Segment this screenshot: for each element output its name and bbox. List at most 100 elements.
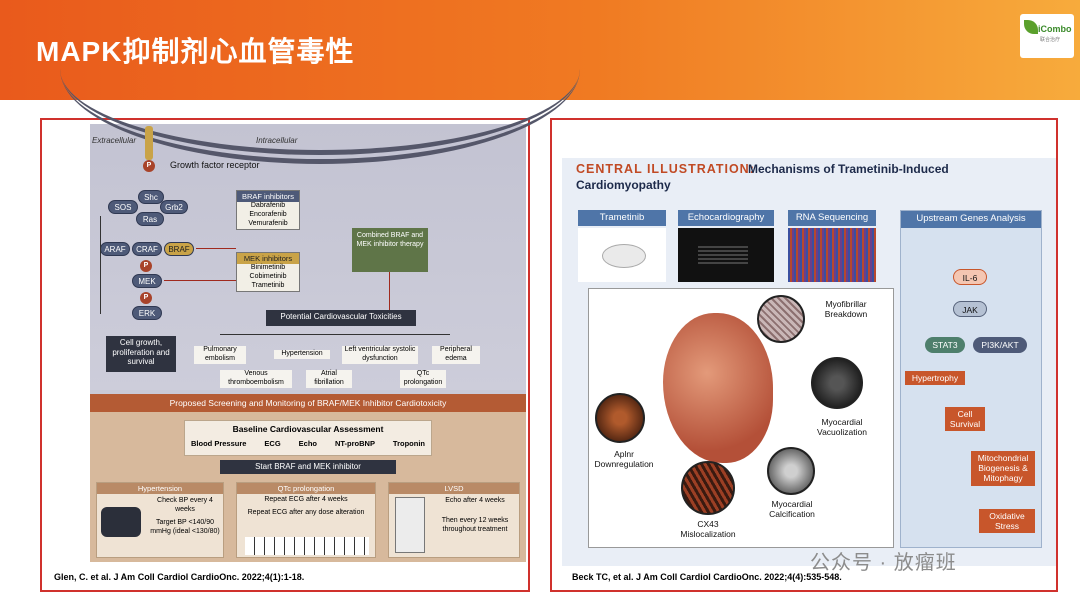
cell-growth-box: Cell growth, proliferation and survival xyxy=(106,336,176,372)
central-illustration-label: CENTRAL ILLUSTRATION: xyxy=(576,162,755,176)
bp-monitor-icon xyxy=(101,507,141,537)
baseline-echo: Echo xyxy=(298,438,317,448)
braf-drug-3: Vemurafenib xyxy=(248,219,288,227)
cx43-image xyxy=(681,461,735,515)
logo-text: iCombo xyxy=(1038,24,1072,34)
extracellular-label: Extracellular xyxy=(92,136,137,145)
tox-hypertension: Hypertension xyxy=(274,350,330,359)
mek-drug-2: Cobimetinib xyxy=(249,273,287,281)
sos-node: SOS xyxy=(108,200,138,214)
mek-drug-3: Trametinib xyxy=(251,281,285,289)
leaf-icon xyxy=(1024,20,1038,34)
right-citation: Beck TC, et al. J Am Coll Cardiol Cardio… xyxy=(572,572,842,582)
lvsd-title: LVSD xyxy=(389,483,519,495)
cell-survival-node: Cell Survival xyxy=(945,407,985,432)
intracellular-label: Intracellular xyxy=(256,136,298,145)
qtc-panel: QTc prolongation Repeat ECG after 4 week… xyxy=(236,482,376,558)
ecg-strip-icon xyxy=(245,537,369,555)
phospho-p-3: P xyxy=(140,292,152,304)
aplnr-image xyxy=(595,393,645,443)
central-illustration-title-2: Cardiomyopathy xyxy=(576,178,671,192)
qtc-text-1: Repeat ECG after 4 weeks xyxy=(264,496,348,504)
calcification-label: Myocardial Calcification xyxy=(769,499,815,520)
cx43-label: CX43 Mislocalization xyxy=(680,519,736,540)
erk-node: ERK xyxy=(132,306,162,320)
mek-drug-1: Binimetinib xyxy=(250,264,286,272)
mek-inhibit-line xyxy=(164,280,236,281)
il6-node: IL-6 xyxy=(953,269,987,285)
mek-node: MEK xyxy=(132,274,162,288)
braf-inhibitors-title: BRAF inhibitors xyxy=(237,191,299,203)
pi3k-node: PI3K/AKT xyxy=(973,337,1027,353)
upstream-title: Upstream Genes Analysis xyxy=(901,211,1041,228)
left-citation: Glen, C. et al. J Am Coll Cardiol Cardio… xyxy=(54,572,305,582)
pathway-panel: Extracellular Intracellular P Growth fac… xyxy=(60,124,580,390)
lvsd-panel: LVSD Echo after 4 weeks Then every 12 we… xyxy=(388,482,520,558)
baseline-bp: Blood Pressure xyxy=(191,438,247,448)
feedback-line xyxy=(100,216,101,314)
lvsd-text-2: Then every 12 weeks throughout treatment xyxy=(441,517,509,533)
echo-image xyxy=(678,228,774,282)
combined-arrow xyxy=(389,272,390,310)
receptor-shape xyxy=(145,126,153,160)
toxicity-branch-line xyxy=(220,334,450,335)
baseline-ecg: ECG xyxy=(264,438,281,448)
tox-edema: Peripheral edema xyxy=(432,346,480,364)
tox-pulmonary: Pulmonary embolism xyxy=(194,346,246,364)
mouse-icon xyxy=(602,244,646,268)
qtc-text-2: Repeat ECG after any dose alteration xyxy=(247,509,365,517)
tox-lv-dysfunction: Left ventricular systolic dysfunction xyxy=(342,346,418,364)
echo-machine-icon xyxy=(395,497,425,553)
mito-node: Mitochondrial Biogenesis & Mitophagy xyxy=(971,451,1035,486)
step-trametinib: Trametinib xyxy=(578,210,666,226)
braf-inhibitors-box: BRAF inhibitors Dabrafenib Encorafenib V… xyxy=(236,190,300,230)
right-figure-frame: CENTRAL ILLUSTRATION: Mechanisms of Tram… xyxy=(550,118,1058,592)
grb2-node: Grb2 xyxy=(160,200,188,214)
logo-subtext: 联合治疗 xyxy=(1040,37,1061,43)
braf-node: BRAF xyxy=(164,242,194,256)
tox-venous: Venous thromboembolism xyxy=(220,370,292,388)
left-figure-frame: Extracellular Intracellular P Growth fac… xyxy=(40,118,580,592)
combined-therapy-box: Combined BRAF and MEK inhibitor therapy xyxy=(352,228,428,272)
ras-node: Ras xyxy=(136,212,164,226)
upstream-genes-panel: Upstream Genes Analysis IL-6 JAK STAT3 P… xyxy=(900,210,1042,548)
receptor-label: Growth factor receptor xyxy=(170,160,260,170)
heart-icon xyxy=(663,313,773,463)
mek-inhibitors-title: MEK inhibitors xyxy=(237,253,299,265)
calcification-image xyxy=(767,447,815,495)
step-echocardiography: Echocardiography xyxy=(678,210,774,226)
braf-drug-1: Dabrafenib xyxy=(250,202,286,210)
baseline-box: Baseline Cardiovascular Assessment Blood… xyxy=(184,420,432,456)
qtc-title: QTc prolongation xyxy=(237,483,375,495)
central-illustration-title: Mechanisms of Trametinib-Induced xyxy=(748,162,949,176)
mouse-image xyxy=(578,228,666,282)
screening-title: Proposed Screening and Monitoring of BRA… xyxy=(90,394,526,412)
shc-node: Shc xyxy=(138,190,164,204)
araf-node: ARAF xyxy=(100,242,130,256)
baseline-troponin: Troponin xyxy=(392,438,425,448)
baseline-ntprobnp: NT-proBNP xyxy=(334,438,375,448)
baseline-title: Baseline Cardiovascular Assessment xyxy=(232,424,384,434)
braf-drug-2: Encorafenib xyxy=(249,211,287,219)
hypertension-text-1: Check BP every 4 weeks xyxy=(157,497,213,513)
braf-mek-figure: Extracellular Intracellular P Growth fac… xyxy=(60,124,580,562)
heart-panel: Myofibrillar Breakdown Myocardial Vacuol… xyxy=(588,288,894,548)
watermark: 公众号 · 放瘤班 xyxy=(810,552,957,574)
cell-membrane xyxy=(60,0,580,164)
vacuolization-image xyxy=(811,357,863,409)
lvsd-text-1: Echo after 4 weeks xyxy=(445,497,505,504)
craf-node: CRAF xyxy=(132,242,162,256)
start-inhibitor: Start BRAF and MEK inhibitor xyxy=(220,460,396,474)
myofibrillar-image xyxy=(757,295,805,343)
rna-heatmap xyxy=(788,228,876,282)
aplnr-label: Aplnr Downregulation xyxy=(594,449,654,470)
echo-trace xyxy=(698,244,748,264)
logo: iCombo 联合治疗 xyxy=(1020,14,1074,58)
stat3-node: STAT3 xyxy=(925,337,965,353)
step-rna-sequencing: RNA Sequencing xyxy=(788,210,876,226)
trametinib-figure: CENTRAL ILLUSTRATION: Mechanisms of Tram… xyxy=(562,158,1056,566)
hypertension-panel: Hypertension Check BP every 4 weeks Targ… xyxy=(96,482,224,558)
hypertension-title: Hypertension xyxy=(97,483,223,495)
tox-atrial: Atrial fibrillation xyxy=(306,370,352,388)
